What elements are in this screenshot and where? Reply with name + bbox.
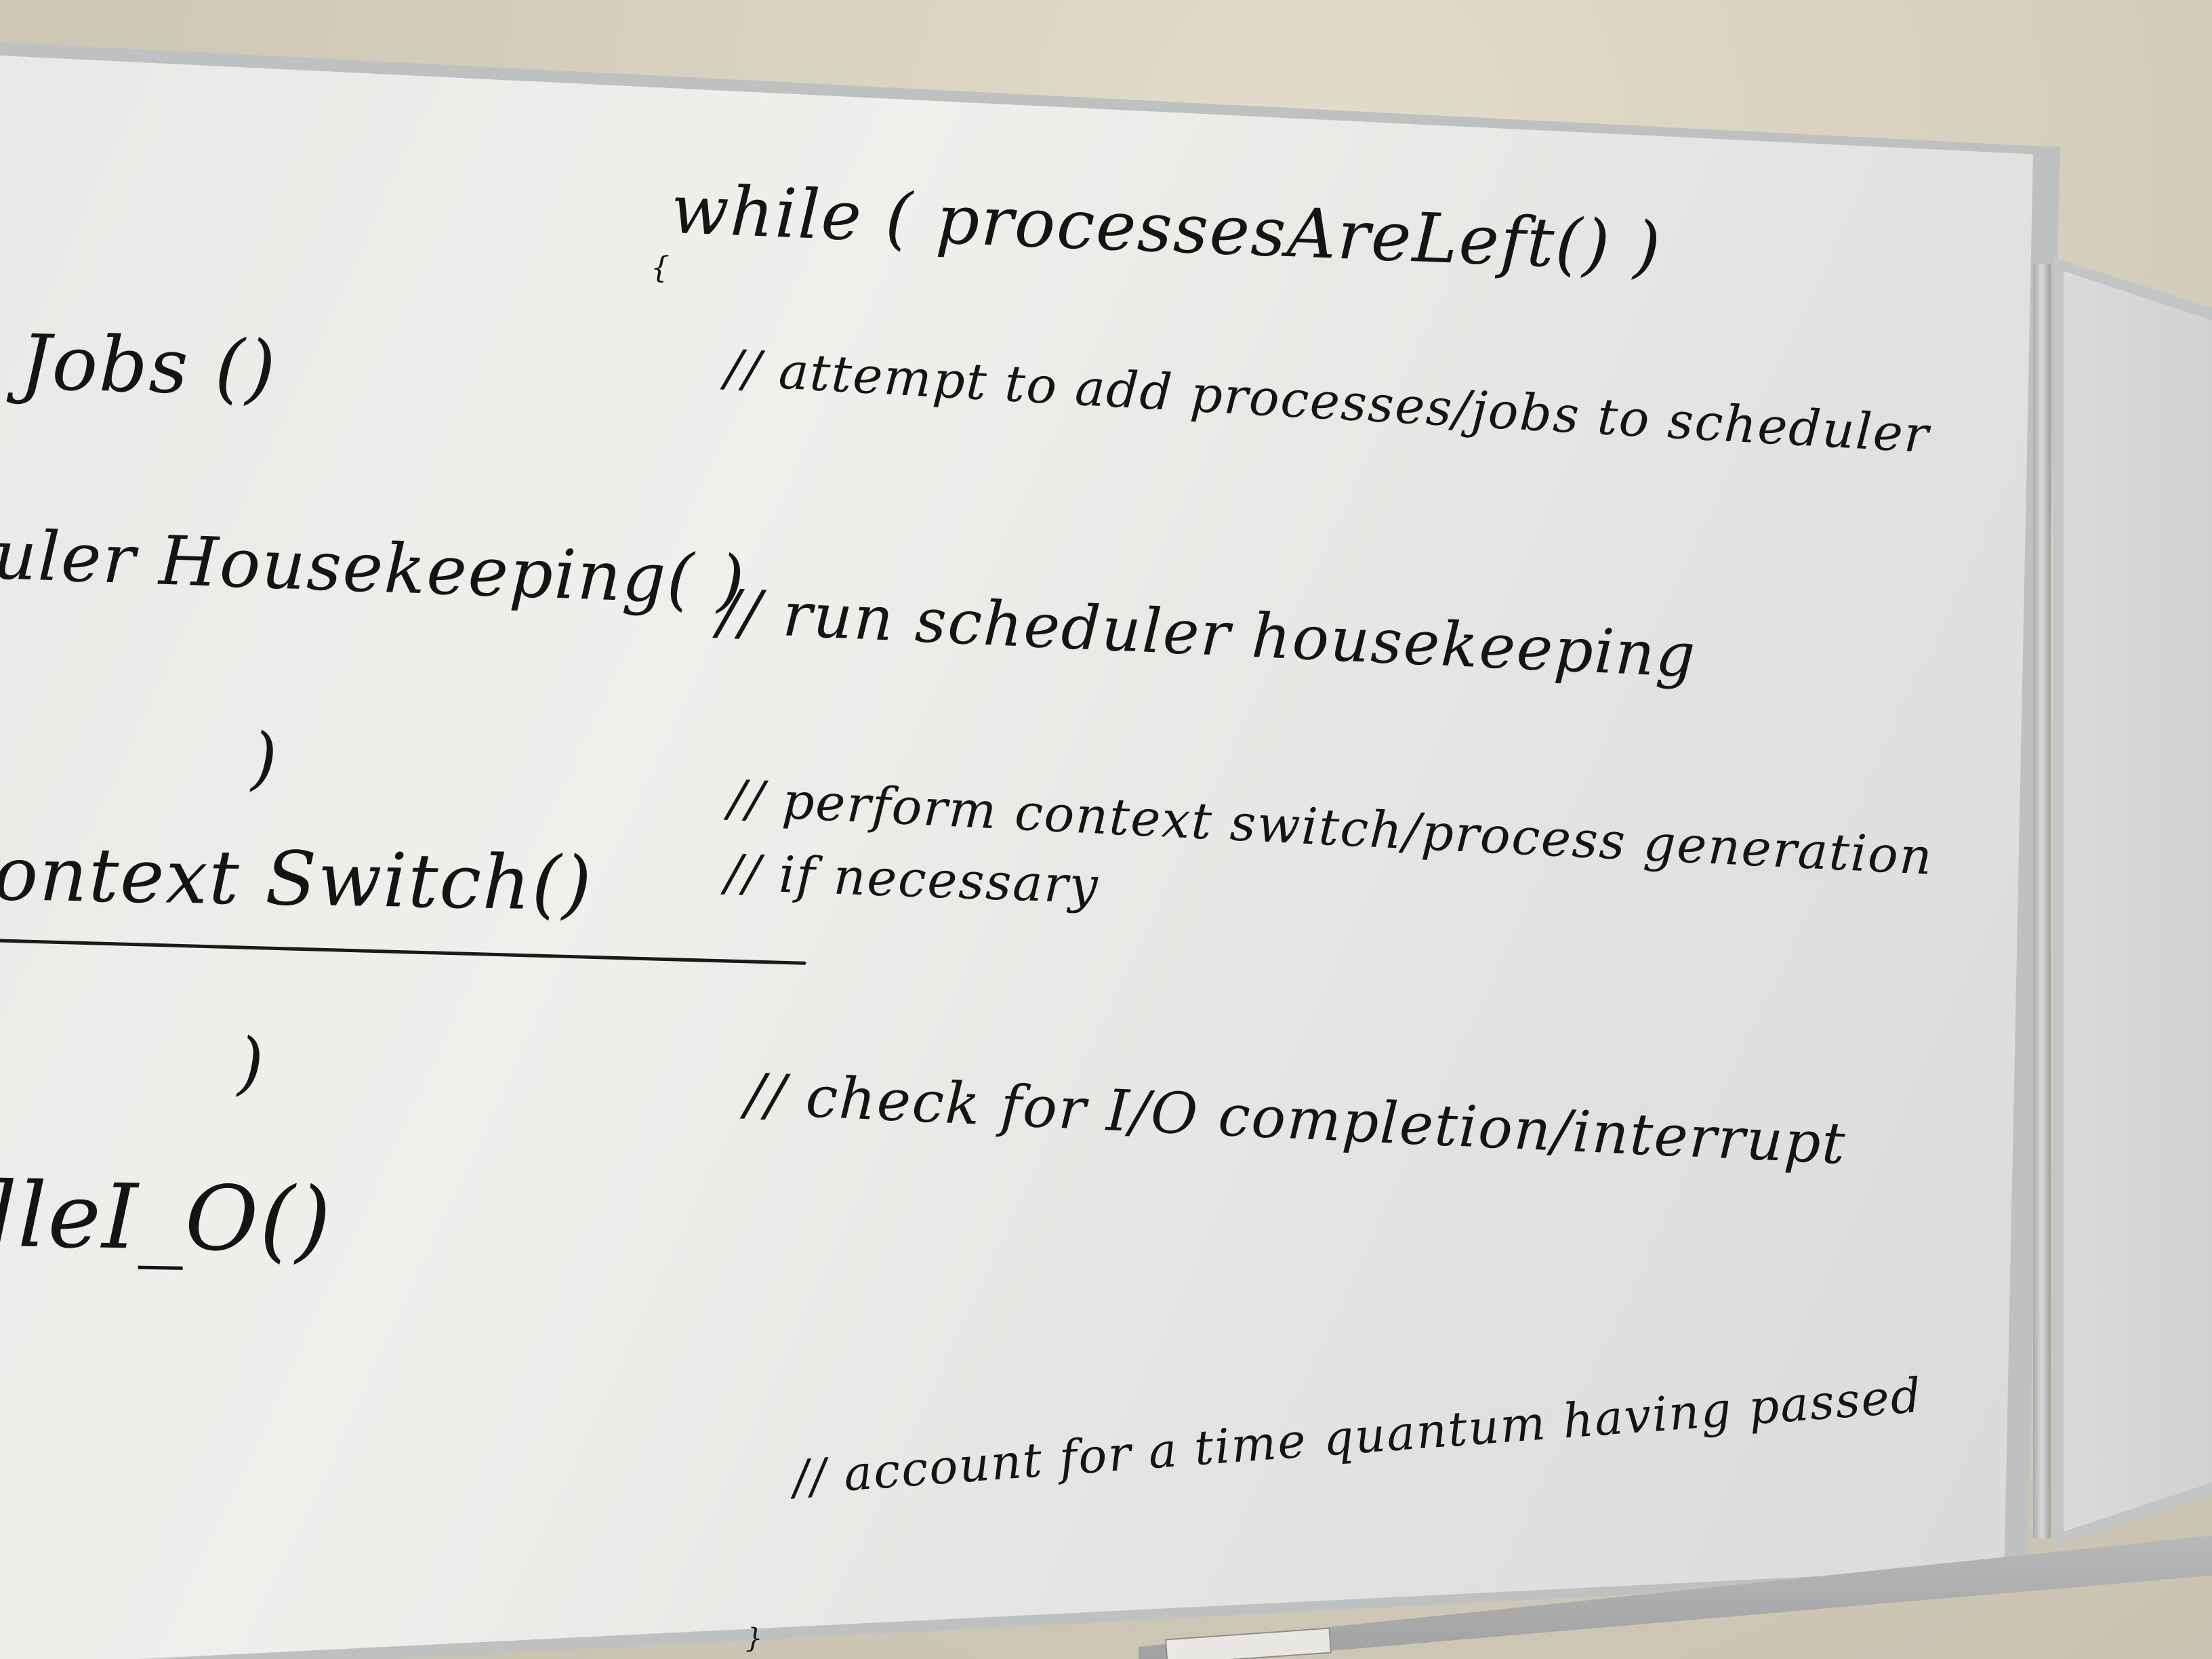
left-call-context-switch: ontext Switch() [0,830,594,928]
left-call-handle-io: dleI_O() [0,1162,333,1273]
board-divider [2033,264,2051,1539]
whiteboard-surface [0,54,2033,1659]
open-brace: { [651,251,670,285]
left-call-jobs: Jobs () [19,319,279,413]
left-close-paren-2: ) [237,1023,266,1103]
adjacent-board-surface [2064,271,2212,1532]
left-close-paren-1: ) [251,718,279,798]
close-brace: } [745,1623,763,1654]
